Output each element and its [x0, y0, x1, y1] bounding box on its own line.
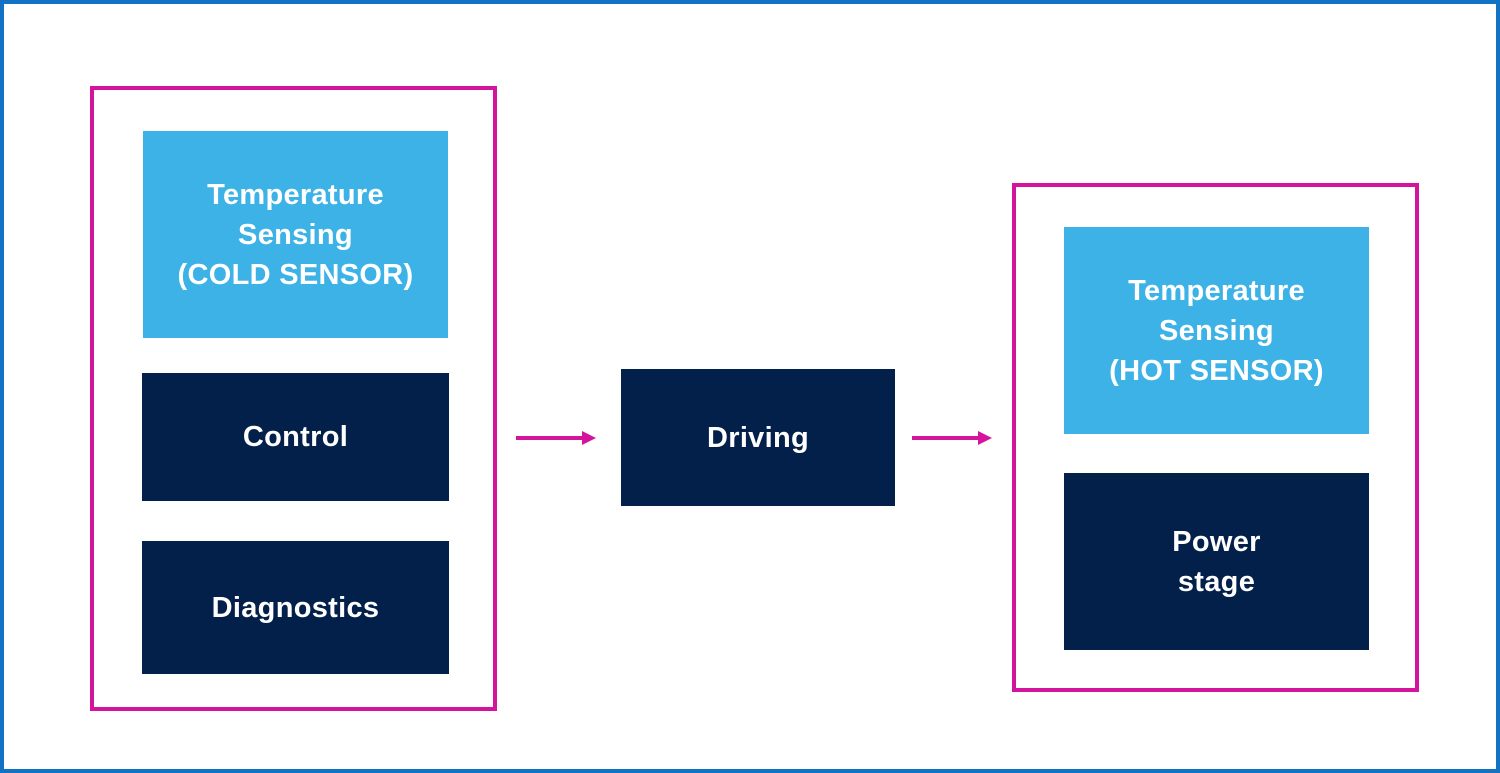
hot-sensor-block: Temperature Sensing (HOT SENSOR): [1064, 227, 1369, 434]
control-block: Control: [142, 373, 449, 501]
arrow-to-power-stage: [912, 431, 992, 445]
right-group-frame: [1012, 183, 1419, 692]
diagnostics-block: Diagnostics: [142, 541, 449, 674]
power-stage-block: Power stage: [1064, 473, 1369, 650]
left-group-frame: [90, 86, 497, 711]
driving-block: Driving: [621, 369, 895, 506]
arrow-to-driving: [516, 431, 596, 445]
cold-sensor-block: Temperature Sensing (COLD SENSOR): [143, 131, 448, 338]
